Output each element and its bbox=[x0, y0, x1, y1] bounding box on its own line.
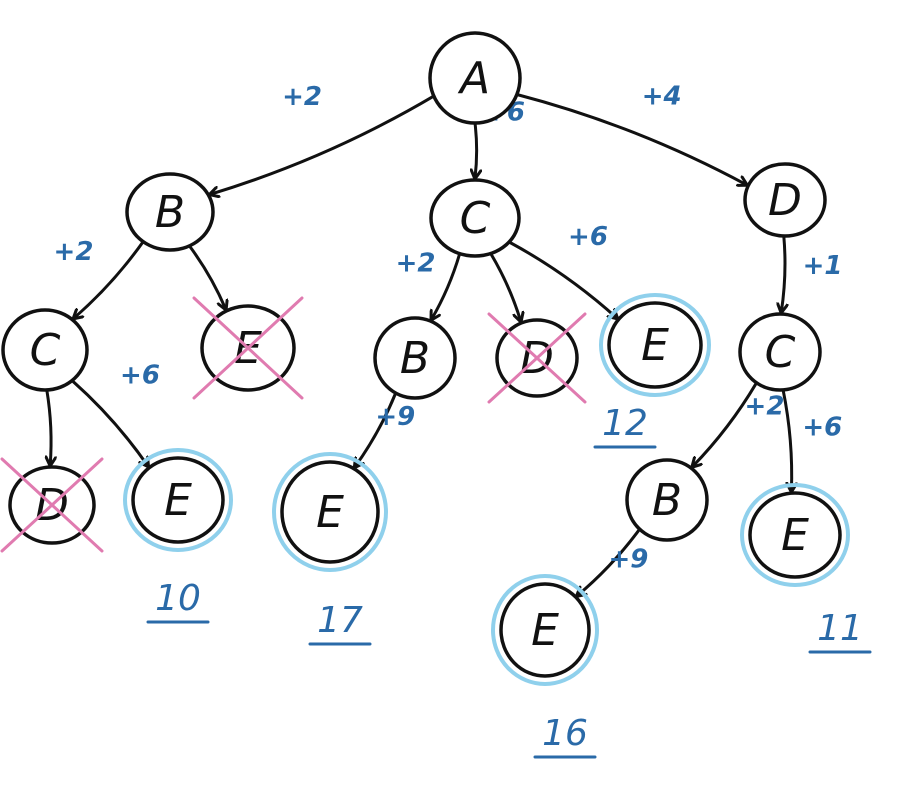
node-C3-circle bbox=[738, 312, 822, 392]
node-C2: C bbox=[1, 308, 89, 392]
node-A-circle bbox=[428, 31, 522, 125]
edge-weight-A-B1: +2 bbox=[282, 82, 322, 112]
edge-B1-C2 bbox=[74, 240, 145, 319]
edge-weight-C1-B2: +2 bbox=[396, 249, 436, 279]
path-total-E5: 16 bbox=[533, 713, 597, 759]
node-C2-label: C bbox=[30, 325, 61, 376]
node-D3: D bbox=[0, 457, 104, 553]
node-E2-highlight-ring bbox=[599, 293, 711, 397]
node-E5: E bbox=[491, 574, 599, 686]
node-B1-label: B bbox=[155, 187, 185, 238]
path-total-E5-value: 16 bbox=[542, 713, 588, 754]
path-total-E3: 10 bbox=[146, 578, 210, 624]
node-B3-label: B bbox=[652, 475, 682, 526]
node-A: A bbox=[428, 31, 522, 125]
node-C3: C bbox=[738, 312, 822, 392]
edge-A-D1 bbox=[515, 93, 747, 185]
edge-weight-A-D1: +4 bbox=[642, 82, 682, 112]
node-A-label: A bbox=[457, 53, 490, 104]
edge-A-C1 bbox=[475, 121, 477, 178]
node-E4: E bbox=[272, 452, 388, 572]
path-total-E2-value: 12 bbox=[602, 403, 648, 444]
node-E1-cross-line-2 bbox=[192, 296, 304, 400]
node-D2-cross-line-2 bbox=[487, 312, 587, 404]
node-D2: D bbox=[487, 312, 587, 404]
edge-weight-C3-B3: +2 bbox=[745, 392, 785, 422]
node-B3-circle bbox=[625, 458, 709, 542]
edge-B3-E5 bbox=[577, 527, 642, 596]
path-total-E2: 12 bbox=[593, 403, 657, 449]
node-E2-circle bbox=[607, 301, 703, 389]
edge-D1-C3 bbox=[781, 234, 785, 312]
node-E2-label: E bbox=[641, 320, 669, 371]
node-C1: C bbox=[429, 178, 521, 258]
node-B1-circle bbox=[125, 172, 215, 252]
node-E3: E bbox=[123, 448, 233, 552]
edge-C3-B3 bbox=[693, 381, 758, 467]
path-total-E3-value: 10 bbox=[155, 578, 201, 619]
edge-B1-E1 bbox=[187, 244, 225, 309]
node-C2-circle bbox=[1, 308, 89, 392]
node-C3-label: C bbox=[765, 327, 796, 378]
node-B2: B bbox=[373, 316, 457, 400]
edge-C3-E6 bbox=[781, 388, 792, 491]
node-E4-circle bbox=[280, 460, 380, 564]
edge-weight-B2-E4: +9 bbox=[375, 402, 415, 432]
node-E2: E bbox=[599, 293, 711, 397]
path-total-E4: 17 bbox=[308, 600, 372, 646]
node-E4-highlight-ring bbox=[272, 452, 388, 572]
node-E6-circle bbox=[748, 491, 842, 579]
node-E6-highlight-ring bbox=[740, 483, 850, 587]
node-B1: B bbox=[125, 172, 215, 252]
node-E5-highlight-ring bbox=[491, 574, 599, 686]
edge-C1-B2 bbox=[432, 252, 462, 320]
path-total-E6: 11 bbox=[808, 608, 872, 654]
path-total-E6-value: 11 bbox=[817, 608, 863, 649]
edge-A-B1 bbox=[210, 94, 436, 194]
edge-weight-B1-C2: +2 bbox=[54, 237, 94, 267]
edge-C1-D2 bbox=[489, 252, 521, 322]
node-E5-circle bbox=[499, 582, 591, 678]
edge-C2-D3 bbox=[47, 388, 51, 465]
node-B2-label: B bbox=[400, 333, 430, 384]
node-E6-label: E bbox=[781, 510, 809, 561]
path-total-E4-value: 17 bbox=[317, 600, 363, 641]
node-E4-label: E bbox=[316, 487, 344, 538]
node-D1-circle bbox=[743, 162, 827, 238]
node-E3-circle bbox=[131, 456, 225, 544]
node-E6: E bbox=[740, 483, 850, 587]
node-E3-label: E bbox=[164, 475, 192, 526]
node-B3: B bbox=[625, 458, 709, 542]
node-D1-label: D bbox=[768, 175, 802, 226]
node-E1: E bbox=[192, 296, 304, 400]
edge-C1-E2 bbox=[507, 240, 617, 318]
node-C1-label: C bbox=[460, 193, 491, 244]
edge-B2-E4 bbox=[355, 391, 398, 467]
edge-weight-D1-C3: +1 bbox=[803, 251, 843, 281]
edge-weight-B3-E5: +9 bbox=[608, 544, 648, 574]
node-C1-circle bbox=[429, 178, 521, 258]
node-D3-cross-line-2 bbox=[0, 457, 104, 553]
edge-weight-C1-E2: +6 bbox=[568, 222, 608, 252]
node-E3-highlight-ring bbox=[123, 448, 233, 552]
edge-weight-C2-E3: +6 bbox=[120, 360, 160, 390]
node-B2-circle bbox=[373, 316, 457, 400]
edge-C2-E3 bbox=[70, 379, 148, 467]
node-D1: D bbox=[743, 162, 827, 238]
edge-weight-C3-E6: +6 bbox=[802, 413, 842, 443]
node-E5-label: E bbox=[531, 605, 559, 656]
